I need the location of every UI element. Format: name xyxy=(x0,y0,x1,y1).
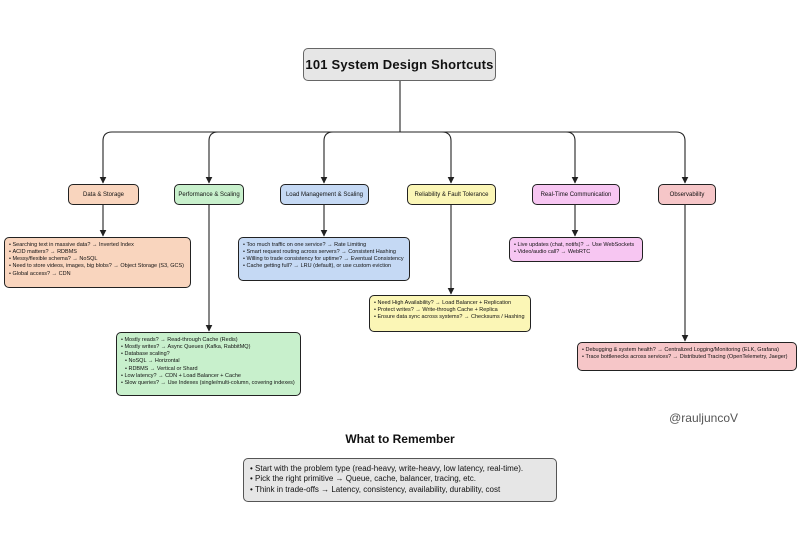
category-data-storage: Data & Storage xyxy=(68,184,139,205)
detail-item: Searching text in massive data? → Invert… xyxy=(9,242,186,249)
category-label: Load Management & Scaling xyxy=(285,191,364,198)
detail-item: Live updates (chat, notifs)? → Use WebSo… xyxy=(514,242,638,249)
detail-item: Global access? → CDN xyxy=(9,271,186,278)
category-label: Performance & Scaling xyxy=(178,191,240,198)
branch-rel xyxy=(400,131,455,184)
branch-perf xyxy=(205,131,400,184)
remember-item: Pick the right primitive → Queue, cache,… xyxy=(250,474,550,484)
category-observability: Observability xyxy=(658,184,716,205)
detail-subitem: RDBMS → Vertical or Shard xyxy=(121,366,296,373)
detail-item: Mostly reads? → Read-through Cache (Redi… xyxy=(121,337,296,344)
detail-item: Debugging & system health? → Centralized… xyxy=(582,347,792,354)
branch-load xyxy=(320,131,400,184)
category-performance-scaling: Performance & Scaling xyxy=(174,184,244,205)
detail-item: Too much traffic on one service? → Rate … xyxy=(243,242,405,249)
detail-item: Mostly writes? → Async Queues (Kafka, Ra… xyxy=(121,344,296,351)
remember-item: Start with the problem type (read-heavy,… xyxy=(250,464,550,474)
detail-load-management: Too much traffic on one service? → Rate … xyxy=(238,237,410,281)
detail-item: Slow queries? → Use Indexes (single/mult… xyxy=(121,380,296,387)
category-reliability: Reliability & Fault Tolerance xyxy=(407,184,496,205)
category-label: Data & Storage xyxy=(82,191,125,198)
category-realtime: Real-Time Communication xyxy=(532,184,620,205)
detail-item: Protect writes? → Write-through Cache + … xyxy=(374,307,526,314)
remember-title: What to Remember xyxy=(345,432,455,446)
branch-data xyxy=(99,131,400,184)
detail-data-storage: Searching text in massive data? → Invert… xyxy=(4,237,191,288)
branch-rt xyxy=(400,131,579,184)
detail-subitem: NoSQL → Horizontal xyxy=(121,358,296,365)
detail-realtime: Live updates (chat, notifs)? → Use WebSo… xyxy=(509,237,643,262)
detail-item: Smart request routing across servers? → … xyxy=(243,249,405,256)
root-title-text: 101 System Design Shortcuts xyxy=(305,57,494,72)
detail-item: Database scaling? xyxy=(121,351,296,358)
category-load-management: Load Management & Scaling xyxy=(280,184,369,205)
detail-item: Willing to trade consistency for uptime?… xyxy=(243,256,405,263)
category-label: Real-Time Communication xyxy=(540,191,612,198)
detail-item: Messy/flexible schema? → NoSQL xyxy=(9,256,186,263)
detail-item: ACID matters? → RDBMS xyxy=(9,249,186,256)
detail-item: Trace bottlenecks across services? → Dis… xyxy=(582,354,792,361)
detail-reliability: Need High Availability? → Load Balancer … xyxy=(369,295,531,332)
detail-observability: Debugging & system health? → Centralized… xyxy=(577,342,797,371)
remember-item: Think in trade-offs → Latency, consisten… xyxy=(250,485,550,495)
category-label: Reliability & Fault Tolerance xyxy=(414,191,489,198)
root-title: 101 System Design Shortcuts xyxy=(303,48,496,81)
detail-item: Ensure data sync across systems? → Check… xyxy=(374,314,526,321)
detail-item: Cache getting full? → LRU (default), or … xyxy=(243,263,405,270)
detail-item: Low latency? → CDN + Load Balancer + Cac… xyxy=(121,373,296,380)
detail-performance-scaling: Mostly reads? → Read-through Cache (Redi… xyxy=(116,332,301,396)
category-label: Observability xyxy=(669,191,705,198)
remember-box: Start with the problem type (read-heavy,… xyxy=(243,458,557,502)
detail-item: Need to store videos, images, big blobs?… xyxy=(9,263,186,270)
author-handle: @rauljuncoV xyxy=(669,411,738,425)
branch-obs xyxy=(400,131,689,184)
detail-item: Need High Availability? → Load Balancer … xyxy=(374,300,526,307)
detail-item: Video/audio call? → WebRTC xyxy=(514,249,638,256)
